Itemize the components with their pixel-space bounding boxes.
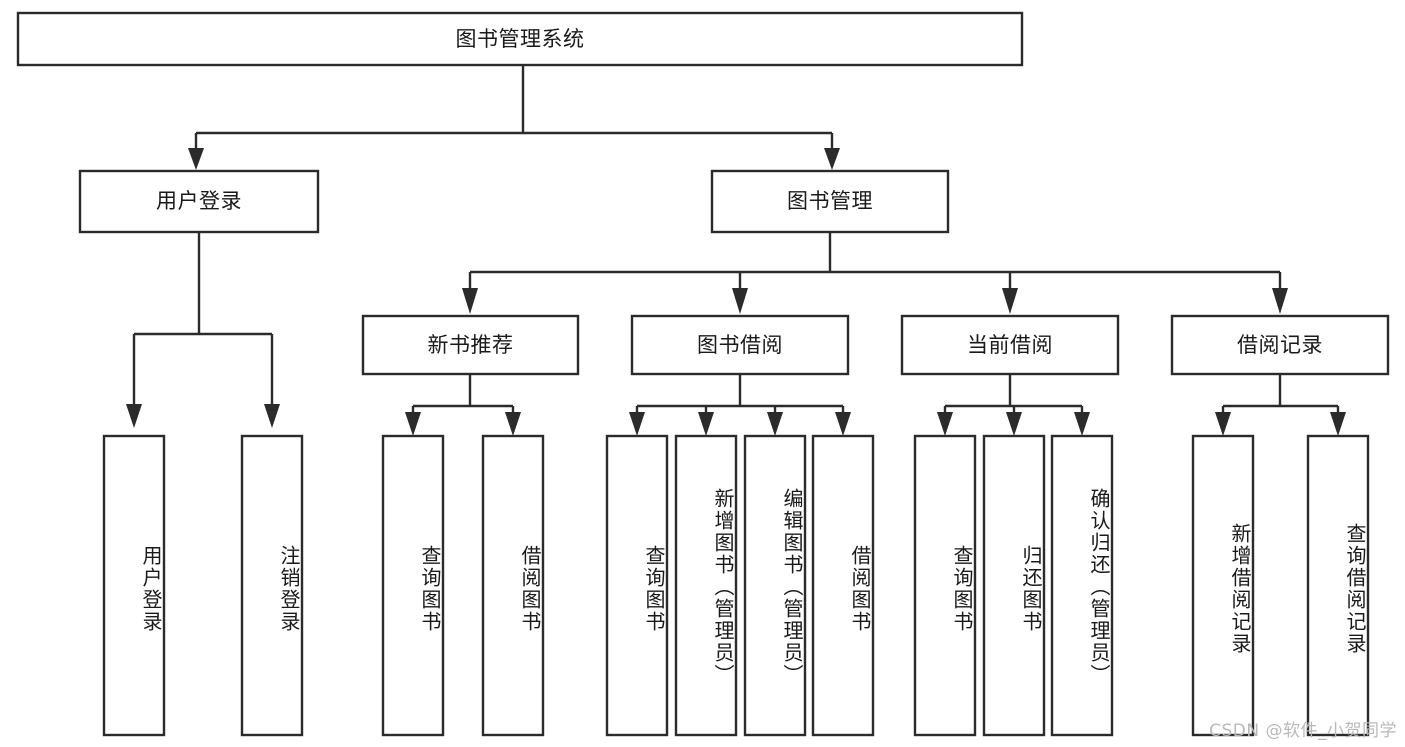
arrow-head-leaf-borrow-book-1: [505, 412, 521, 436]
node-box-book-borrow[interactable]: [630, 314, 850, 376]
arrow-head-leaf-query-book-1: [405, 412, 421, 436]
node-box-borrow-record[interactable]: [1170, 314, 1390, 376]
node-box-leaf-confirm-return[interactable]: [1050, 434, 1114, 737]
node-box-leaf-query-book-3[interactable]: [913, 434, 977, 737]
node-box-leaf-add-record[interactable]: [1191, 434, 1255, 737]
arrow-head-current-borrow: [1002, 288, 1018, 314]
node-box-current-borrow[interactable]: [900, 314, 1120, 376]
node-box-leaf-query-book-2[interactable]: [605, 434, 669, 737]
arrow-head-leaf-return-book: [1006, 412, 1022, 436]
arrow-head-leaf-user-login: [126, 404, 142, 428]
node-box-leaf-query-record[interactable]: [1306, 434, 1370, 737]
node-box-leaf-borrow-book-2[interactable]: [811, 434, 875, 737]
node-box-book-management[interactable]: [710, 169, 950, 234]
arrow-head-new-book-recommend: [462, 288, 478, 314]
node-box-leaf-edit-book[interactable]: [743, 434, 807, 737]
node-box-root[interactable]: [16, 11, 1024, 67]
arrow-head-borrow-record: [1272, 288, 1288, 314]
node-box-new-book-recommend[interactable]: [361, 314, 580, 376]
arrow-head-leaf-query-book-3: [937, 412, 953, 436]
node-box-leaf-return-book[interactable]: [982, 434, 1046, 737]
node-box-leaf-add-book[interactable]: [674, 434, 738, 737]
arrow-head-leaf-logout-login: [264, 404, 280, 428]
arrow-head-leaf-borrow-book-2: [835, 412, 851, 436]
arrow-head-leaf-query-record: [1330, 412, 1346, 436]
node-box-user-login[interactable]: [78, 169, 320, 234]
arrow-head-user-login: [188, 148, 204, 170]
node-box-leaf-user-login[interactable]: [102, 434, 166, 737]
csdn-watermark: CSDN @软件_小贺同学: [1209, 721, 1397, 741]
arrow-head-leaf-add-record: [1215, 412, 1231, 436]
arrow-head-leaf-query-book-2: [629, 412, 645, 436]
node-box-leaf-query-book-1[interactable]: [381, 434, 445, 737]
node-box-leaf-logout-login[interactable]: [240, 434, 304, 737]
arrow-head-book-borrow: [732, 288, 748, 314]
arrow-head-book-management: [824, 148, 840, 170]
arrow-head-leaf-confirm-return: [1074, 412, 1090, 436]
arrow-head-leaf-edit-book: [767, 412, 783, 436]
arrow-head-leaf-add-book: [698, 412, 714, 436]
node-box-leaf-borrow-book-1[interactable]: [481, 434, 545, 737]
